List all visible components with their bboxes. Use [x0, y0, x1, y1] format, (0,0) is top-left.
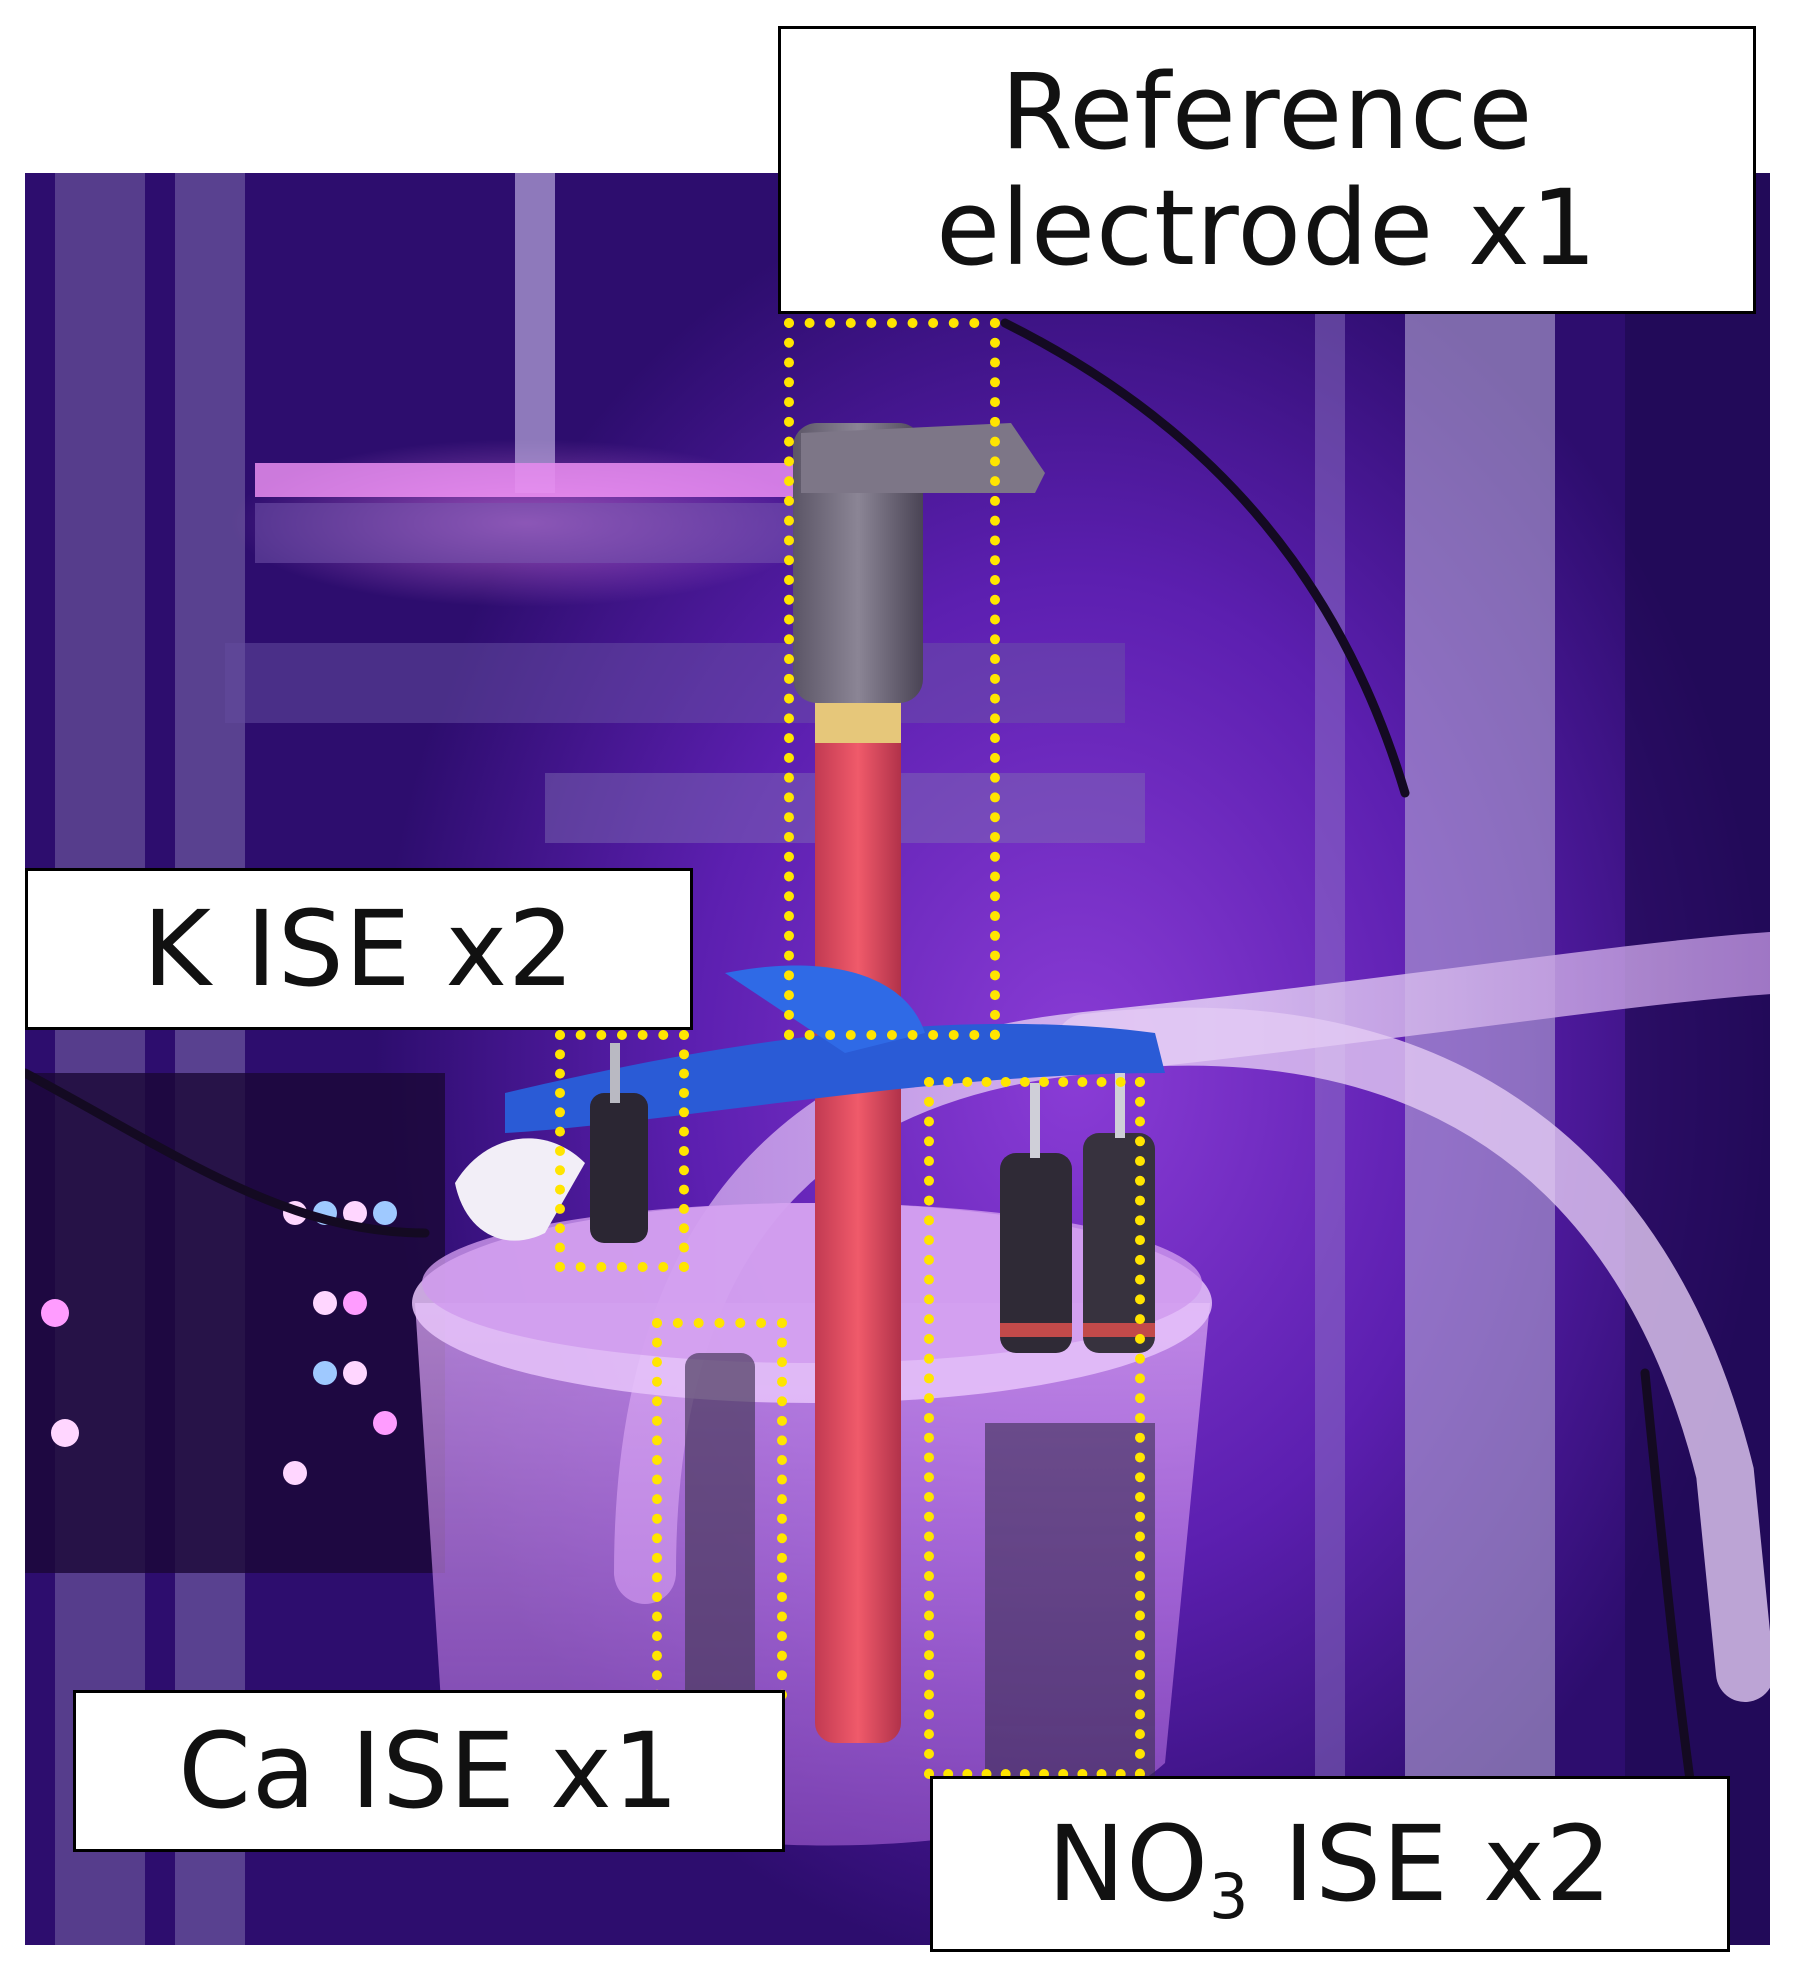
k-ise-highlight	[555, 1030, 689, 1272]
photo-scene	[25, 173, 1770, 1945]
led-panel	[25, 1073, 445, 1573]
background-rack	[55, 173, 1770, 1945]
electrode-photo	[25, 173, 1770, 1945]
reference-electrode-label: Reference electrode x1	[778, 26, 1756, 314]
ca-ise-electrode	[685, 1353, 755, 1773]
no3-ise-label: NO3 ISE x2	[930, 1776, 1730, 1952]
ca-ise-label-text: Ca ISE x1	[178, 1709, 680, 1832]
no3-ise-label-text: NO3 ISE x2	[1047, 1802, 1613, 1928]
ca-ise-highlight	[652, 1318, 787, 1700]
k-ise-label-text: K ISE x2	[142, 887, 576, 1010]
no3-ise-highlight	[924, 1077, 1145, 1779]
k-ise-label: K ISE x2	[25, 868, 693, 1030]
reference-electrode-highlight	[784, 318, 1000, 1040]
no3-prefix: NO	[1047, 1802, 1209, 1925]
no3-subscript: 3	[1208, 1859, 1250, 1933]
no3-ise-electrodes	[985, 1073, 1155, 1823]
no3-suffix: ISE x2	[1249, 1802, 1613, 1925]
ca-ise-label: Ca ISE x1	[73, 1690, 785, 1852]
k-ise-electrodes	[590, 1043, 648, 1243]
reference-label-line2: electrode x1	[936, 167, 1598, 289]
reference-label-line1: Reference	[1000, 50, 1534, 173]
white-clip	[455, 1138, 585, 1241]
reference-electrode	[793, 423, 1045, 1743]
